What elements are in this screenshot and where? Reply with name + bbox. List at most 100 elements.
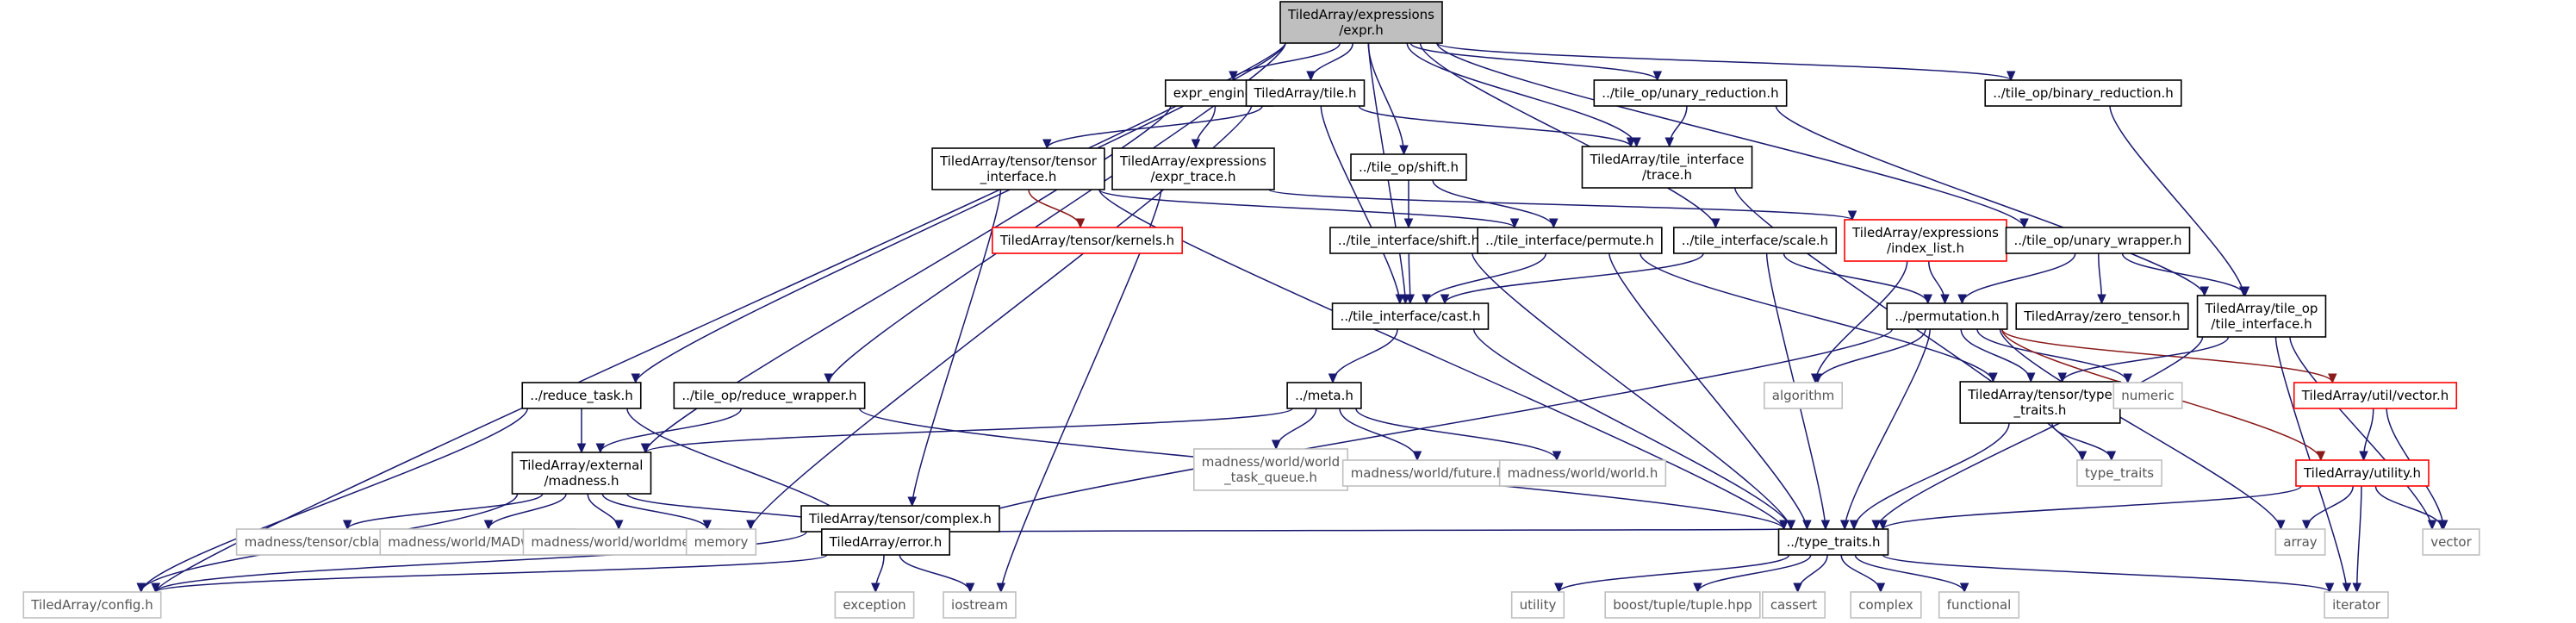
node-label: madness/world/worldmem.h <box>531 534 714 550</box>
edge-arrowhead <box>996 583 1006 594</box>
header-node-tileop-ti[interactable]: TiledArray/tile_op/tile_interface.h <box>2196 295 2327 338</box>
header-node-expr[interactable]: TiledArray/expressions/expr.h <box>1279 1 1443 44</box>
header-node-ta-type-traits[interactable]: ../type_traits.h <box>1777 528 1889 556</box>
edge-arrowhead <box>2077 451 2088 462</box>
include-edge <box>1960 328 2036 383</box>
node-box <box>1510 591 1565 619</box>
edge-arrowhead <box>2006 71 2016 82</box>
header-node-reduce-wrapper[interactable]: ../tile_op/reduce_wrapper.h <box>673 382 866 409</box>
edge-line <box>600 408 743 453</box>
edge-arrowhead <box>1847 210 1857 221</box>
edge-arrowhead <box>1306 71 1316 82</box>
edge-line <box>1783 252 1929 304</box>
edge-arrowhead <box>1191 139 1201 150</box>
edge-arrowhead <box>342 520 352 531</box>
header-node-error[interactable]: TiledArray/error.h <box>820 528 951 556</box>
header-node-external-madness[interactable]: TiledArray/external/madness.h <box>511 452 652 495</box>
header-node-tile[interactable]: TiledArray/tile.h <box>1245 79 1366 107</box>
header-node-binary-reduction[interactable]: ../tile_op/binary_reduction.h <box>1984 79 2182 107</box>
include-edge <box>1976 328 2132 384</box>
edge-arrowhead <box>746 520 756 531</box>
include-edge <box>1432 179 1559 229</box>
edge-arrowhead <box>1271 439 1281 451</box>
node-label: utility <box>1520 597 1557 613</box>
header-node-shift-op[interactable]: ../tile_op/shift.h <box>1350 153 1467 181</box>
include-edge <box>1422 252 1546 305</box>
header-node-tile-trace[interactable]: TiledArray/tile_interface/trace.h <box>1581 146 1753 189</box>
edge-arrowhead <box>1075 218 1086 229</box>
node-label: TiledArray/zero_tensor.h <box>2023 308 2181 325</box>
include-edge <box>641 408 1293 454</box>
header-node-ti-permute[interactable]: ../tile_interface/permute.h <box>1477 227 1663 254</box>
header-node-complex-h[interactable]: TiledArray/tensor/complex.h <box>800 505 1000 533</box>
node-label: /index_list.h <box>1887 240 1964 257</box>
header-node-util-vector[interactable]: TiledArray/util/vector.h <box>2293 382 2458 409</box>
header-node-expr-trace[interactable]: TiledArray/expressions/expr_trace.h <box>1111 147 1275 190</box>
edge-arrowhead <box>1849 520 1859 531</box>
include-edge <box>1320 105 1405 305</box>
node-label: _interface.h <box>980 169 1057 185</box>
edge-arrowhead <box>2123 373 2132 384</box>
edge-arrowhead <box>1552 451 1562 462</box>
header-node-unary-reduction[interactable]: ../tile_op/unary_reduction.h <box>1593 79 1788 107</box>
include-edge <box>1783 252 1932 305</box>
header-node-permutation[interactable]: ../permutation.h <box>1886 302 2008 330</box>
node-box <box>800 505 1000 533</box>
node-label: ../permutation.h <box>1895 308 1999 324</box>
node-box <box>1672 227 1838 254</box>
node-label: numeric <box>2121 388 2174 403</box>
header-node-index-list[interactable]: TiledArray/expressions/index_list.h <box>1844 219 2007 262</box>
edge-arrowhead <box>1871 520 1881 531</box>
edge-arrowhead <box>1959 583 1969 594</box>
include-edge <box>1882 554 2335 594</box>
include-edge <box>1358 105 1636 148</box>
include-edge <box>2352 485 2362 594</box>
edge-arrowhead <box>1940 294 1950 305</box>
header-node-unary-wrapper[interactable]: ../tile_op/unary_wrapper.h <box>2005 227 2191 254</box>
node-box <box>1777 528 1889 556</box>
node-label: ../tile_op/unary_reduction.h <box>1602 85 1778 102</box>
edge-arrowhead <box>1412 451 1422 462</box>
edge-line <box>488 493 567 530</box>
include-edge <box>1229 42 1341 82</box>
header-node-utility-h[interactable]: TiledArray/utility.h <box>2295 459 2430 487</box>
edge-arrowhead <box>2276 520 2286 531</box>
edge-arrowhead <box>1632 137 1641 148</box>
include-edge <box>1813 328 1926 384</box>
header-node-tensor-interface[interactable]: TiledArray/tensor/tensor_interface.h <box>931 147 1105 190</box>
header-node-kernels[interactable]: TiledArray/tensor/kernels.h <box>992 227 1183 254</box>
edge-arrowhead <box>2342 583 2352 594</box>
edge-arrowhead <box>1923 294 1932 305</box>
edge-arrowhead <box>1813 373 1822 384</box>
header-node-zero-tensor[interactable]: TiledArray/zero_tensor.h <box>2015 302 2189 330</box>
edge-line <box>2355 485 2362 593</box>
edge-arrowhead <box>136 583 146 594</box>
edge-line <box>1472 328 1792 530</box>
include-edge <box>1367 42 1409 156</box>
header-node-numeric: numeric <box>2112 382 2183 409</box>
include-edge <box>824 42 1286 384</box>
edge-arrowhead <box>1711 218 1720 229</box>
node-box <box>1581 146 1753 189</box>
header-node-reduce-task[interactable]: ../reduce_task.h <box>521 382 642 409</box>
edge-arrowhead <box>2328 373 2337 384</box>
header-node-meta[interactable]: ../meta.h <box>1286 382 1362 409</box>
header-node-ti-cast[interactable]: ../tile_interface/cast.h <box>1331 302 1490 330</box>
node-label: TiledArray/config.h <box>30 597 152 613</box>
node-label: madness/world/future.h <box>1351 465 1505 481</box>
node-box <box>1341 459 1514 487</box>
node-label: algorithm <box>1772 388 1834 403</box>
node-label: TiledArray/tile.h <box>1254 85 1357 101</box>
include-edge <box>1098 189 1520 229</box>
edge-arrowhead <box>1802 520 1812 531</box>
header-node-ti-shift[interactable]: ../tile_interface/shift.h <box>1329 227 1488 254</box>
edge-line <box>899 554 971 593</box>
header-node-world-task-queue: madness/world/world_task_queue.h <box>1192 448 1349 491</box>
node-box <box>2076 459 2162 487</box>
header-node-type-traits-tensor[interactable]: TiledArray/tensor/type_traits.h <box>1959 381 2121 424</box>
edge-arrowhead <box>1839 520 1850 531</box>
node-box <box>1286 382 1362 409</box>
node-box <box>1593 79 1788 107</box>
node-label: /tile_interface.h <box>2211 316 2312 333</box>
header-node-ti-scale[interactable]: ../tile_interface/scale.h <box>1672 227 1838 254</box>
